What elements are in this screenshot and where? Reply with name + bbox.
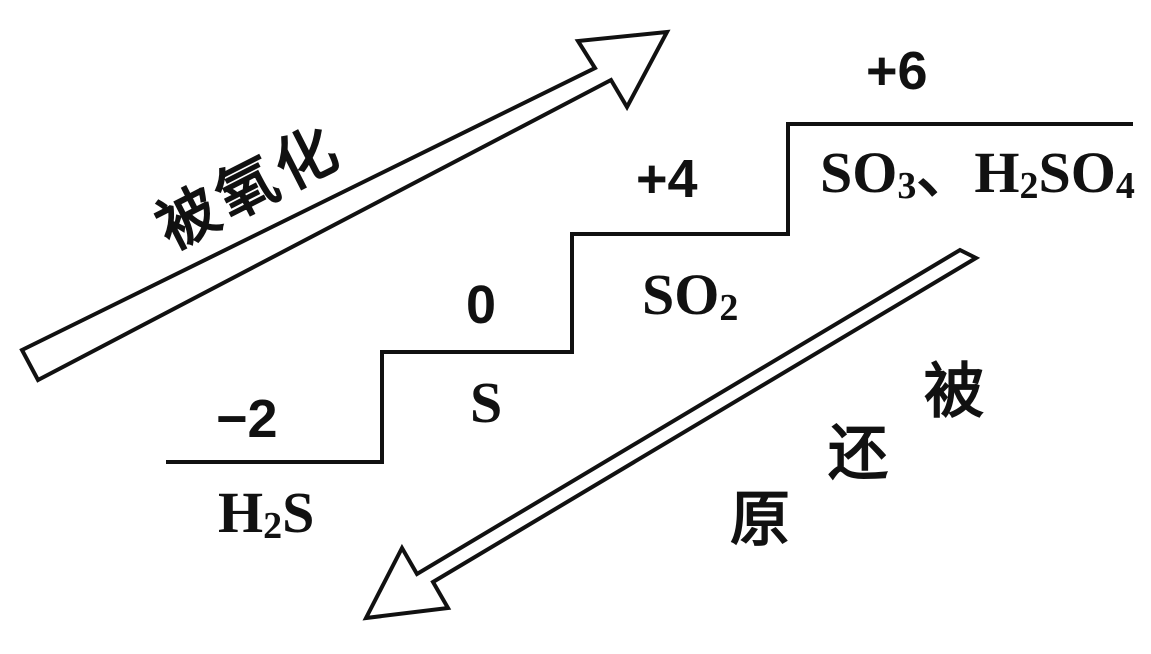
reduced-label-char-2: 还 [828,419,888,489]
oxidation-arrow [19,29,671,383]
reduction-arrow [362,247,981,621]
formula-text: SO [1038,140,1116,205]
valence-minus-2: −2 [216,389,278,449]
valence-plus-4: +4 [636,149,698,209]
reduced-label-char-1: 被 [924,357,984,427]
formula-subscript: 2 [263,505,283,547]
valence-plus-6: +6 [866,41,928,101]
species-h2s: H2S [218,484,314,546]
formula-subscript: 2 [1019,165,1039,207]
formula-text: 、H [916,140,1020,205]
reduced-label-char-3: 原 [730,485,790,555]
formula-subscript: 4 [1115,165,1135,207]
valence-0: 0 [466,275,497,335]
formula-text: SO [820,140,898,205]
formula-text: H [218,480,264,545]
formula-subscript: 3 [897,165,917,207]
species-so3-h2so4: SO3、H2SO4 [820,144,1135,206]
valence-staircase [166,122,1133,464]
formula-subscript: 2 [719,287,739,329]
species-s: S [470,374,502,432]
formula-text: S [470,370,503,435]
formula-text: SO [642,262,720,327]
species-so2: SO2 [642,266,738,328]
formula-text: S [282,480,315,545]
